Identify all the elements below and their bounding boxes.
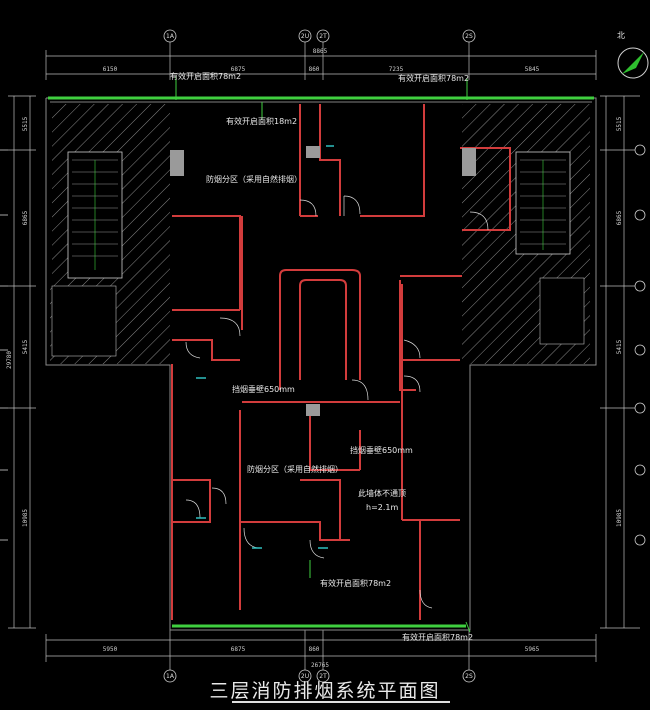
dim-bottom-3: 860 bbox=[309, 646, 320, 653]
smoke-wall-label-2: 挡烟垂壁650mm bbox=[350, 445, 413, 455]
wall-height-label: h=2.1m bbox=[366, 503, 398, 512]
annotations: 有效开启面积78m2 有效开启面积78m2 有效开启面积18m2 防烟分区（采用… bbox=[170, 71, 473, 642]
dim-left-3: 5415 bbox=[22, 339, 29, 354]
vent-label-bottom-center: 有效开启面积78m2 bbox=[320, 578, 391, 588]
dim-top-5: 5845 bbox=[525, 66, 540, 73]
dim-right-2: 6865 bbox=[616, 210, 623, 225]
grid-axis-bubbles: 1A 2U 2T 2S 1A 2U 2T 2S bbox=[163, 29, 476, 683]
left-axis-ticks bbox=[0, 149, 8, 541]
title-underline bbox=[232, 701, 450, 703]
axis-label-2t-top: 2T bbox=[319, 33, 327, 40]
building-outline bbox=[45, 96, 597, 631]
dim-top-4: 7235 bbox=[389, 66, 404, 73]
axis-label-1a-bottom: 1A bbox=[166, 673, 175, 680]
dimension-labels: 8865 6150 6875 860 7235 5845 5950 6875 8… bbox=[6, 48, 623, 669]
dim-bottom-5: 5965 bbox=[525, 646, 540, 653]
north-arrow-icon: 北 bbox=[617, 31, 649, 79]
smoke-zone-label-1: 防烟分区（采用自然排烟） bbox=[206, 174, 302, 184]
dim-left-4: 10985 bbox=[22, 509, 29, 527]
vent-label-top-right: 有效开启面积78m2 bbox=[398, 73, 469, 83]
stair-treads bbox=[72, 159, 566, 270]
vent-label-inner: 有效开启面积18m2 bbox=[226, 116, 297, 126]
axis-label-2u-bottom: 2U bbox=[301, 673, 309, 680]
dim-right-1: 5515 bbox=[616, 116, 623, 131]
side-dimension-lines bbox=[8, 95, 640, 629]
dim-bottom-1: 5950 bbox=[103, 646, 118, 653]
interior-walls bbox=[171, 104, 511, 620]
green-leaders bbox=[175, 76, 471, 633]
axis-label-2t-bottom: 2T bbox=[319, 673, 327, 680]
window-marks bbox=[196, 145, 334, 549]
right-axis-bubbles bbox=[634, 144, 646, 546]
drawing-title: 三层消防排烟系统平面图 bbox=[209, 680, 441, 702]
stair-hatch-areas bbox=[50, 104, 590, 364]
dim-top-3: 860 bbox=[309, 66, 320, 73]
bottom-dimension-lines bbox=[45, 630, 597, 672]
dim-right-4: 10985 bbox=[616, 509, 623, 527]
dim-bottom-total: 26765 bbox=[311, 662, 329, 669]
axis-label-2s-bottom: 2S bbox=[465, 673, 473, 680]
axis-label-2u-top: 2U bbox=[301, 33, 309, 40]
vent-label-bottom-right: 有效开启面积78m2 bbox=[402, 632, 473, 642]
dim-top-total: 8865 bbox=[313, 48, 328, 55]
dim-bottom-2: 6875 bbox=[231, 646, 246, 653]
smoke-wall-label-1: 挡烟垂壁650mm bbox=[232, 384, 295, 394]
dim-left-total: 29780 bbox=[6, 351, 13, 369]
dim-top-2: 6875 bbox=[231, 66, 246, 73]
smoke-zone-label-2: 防烟分区（采用自然排烟） bbox=[247, 464, 343, 474]
axis-label-1a-top: 1A bbox=[166, 33, 175, 40]
dim-top-1: 6150 bbox=[103, 66, 118, 73]
top-dimension-lines bbox=[45, 40, 597, 80]
wall-note-label: 此墙体不通顶 bbox=[358, 488, 406, 498]
dim-right-3: 5415 bbox=[616, 339, 623, 354]
vent-label-top-left: 有效开启面积78m2 bbox=[170, 71, 241, 81]
north-label: 北 bbox=[617, 31, 625, 40]
axis-label-2s-top: 2S bbox=[465, 33, 473, 40]
dim-left-2: 6865 bbox=[22, 210, 29, 225]
vent-openings bbox=[170, 146, 476, 416]
dim-left-1: 5515 bbox=[22, 116, 29, 131]
